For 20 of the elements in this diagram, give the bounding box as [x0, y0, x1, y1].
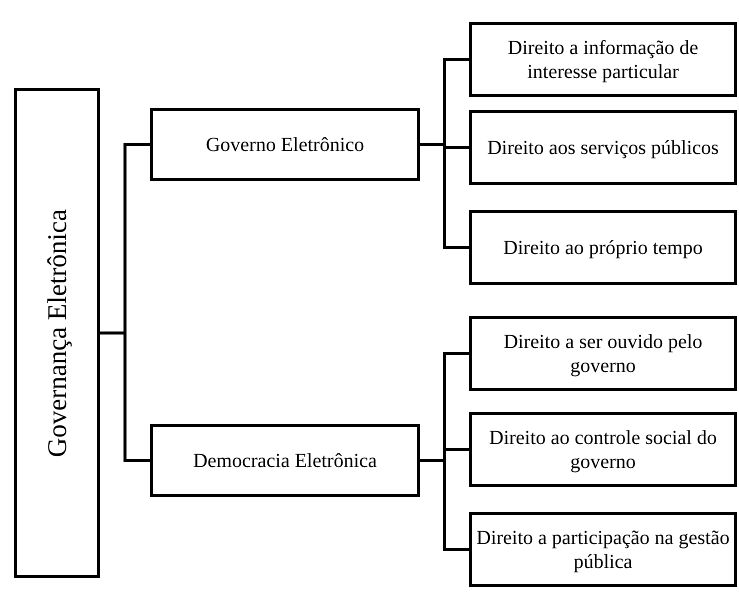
connector-line [420, 459, 469, 551]
box-label: Democracia Eletrônica [193, 448, 377, 472]
box-label: Governo Eletrônico [206, 132, 364, 156]
connector-line [100, 332, 150, 462]
text-box [469, 412, 737, 487]
text-box [469, 22, 737, 97]
box-label: Direito a participação na gestão pública [475, 526, 731, 574]
text-box [469, 210, 737, 285]
box-label: Direito ao próprio tempo [503, 236, 703, 260]
text-box [469, 316, 737, 391]
box-label: Governança Eletrônica [40, 208, 73, 458]
text-box [14, 88, 100, 578]
box-label: Direito a informação de interesse particular [506, 36, 700, 84]
box-label: Direito ao controle social do governo [488, 426, 718, 474]
text-box [150, 108, 420, 181]
text-box [469, 512, 737, 587]
text-box [469, 110, 737, 185]
box-label: Direito aos serviços públicos [487, 136, 719, 160]
text-box [150, 424, 420, 497]
box-label: Direito a ser ouvido pelo governo [502, 330, 704, 378]
